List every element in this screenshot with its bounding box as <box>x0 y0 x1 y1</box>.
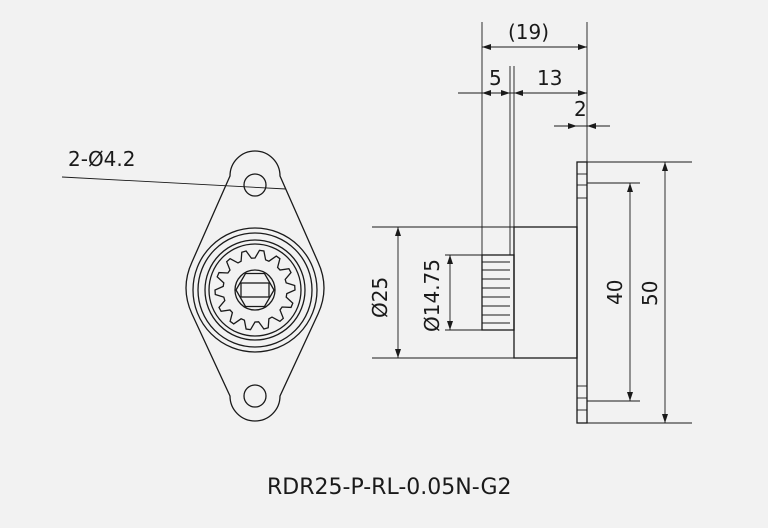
gear-hub <box>234 269 276 311</box>
gear-diameter-label: Ø14.75 <box>420 259 444 332</box>
body-depth-label: 13 <box>537 66 562 90</box>
dim-gear-diameter: Ø14.75 <box>420 254 482 332</box>
mount-holes-label: 2-Ø4.2 <box>68 147 136 171</box>
hole-leader <box>61 176 287 190</box>
body-ring-3 <box>204 239 306 341</box>
flange-plate <box>576 161 588 424</box>
damper-body <box>513 226 578 359</box>
gear-width-label: 5 <box>489 66 502 90</box>
body-ring-4 <box>208 243 302 337</box>
dim-flange-thickness: 2 <box>554 97 610 129</box>
mount-hole-top <box>243 173 267 197</box>
side-view <box>481 161 588 424</box>
dim-overall-depth: (19) <box>481 20 588 255</box>
bore-flat <box>240 282 270 298</box>
hole-pitch-label: 40 <box>603 280 627 305</box>
dim-flange-length: 50 <box>587 161 692 424</box>
overall-depth-label: (19) <box>508 20 549 44</box>
body-ring-2 <box>197 232 313 348</box>
model-code: RDR25-P-RL-0.05N-G2 <box>267 475 512 500</box>
hex-bore <box>235 272 275 308</box>
flange-thickness-label: 2 <box>574 97 587 121</box>
dim-hole-pitch: 40 <box>587 182 640 402</box>
gear-teeth <box>214 249 296 331</box>
gear-teeth-lines <box>482 261 510 324</box>
flange-outline <box>185 150 325 422</box>
body-outer-ring <box>192 227 318 353</box>
mount-hole-bottom <box>243 384 267 408</box>
flange-length-label: 50 <box>638 281 662 306</box>
front-view <box>185 150 325 422</box>
dim-body-diameter: Ø25 <box>368 226 514 359</box>
body-diameter-label: Ø25 <box>368 277 392 318</box>
gear-side <box>481 254 515 331</box>
dim-gear-body: 5 13 <box>458 66 587 255</box>
